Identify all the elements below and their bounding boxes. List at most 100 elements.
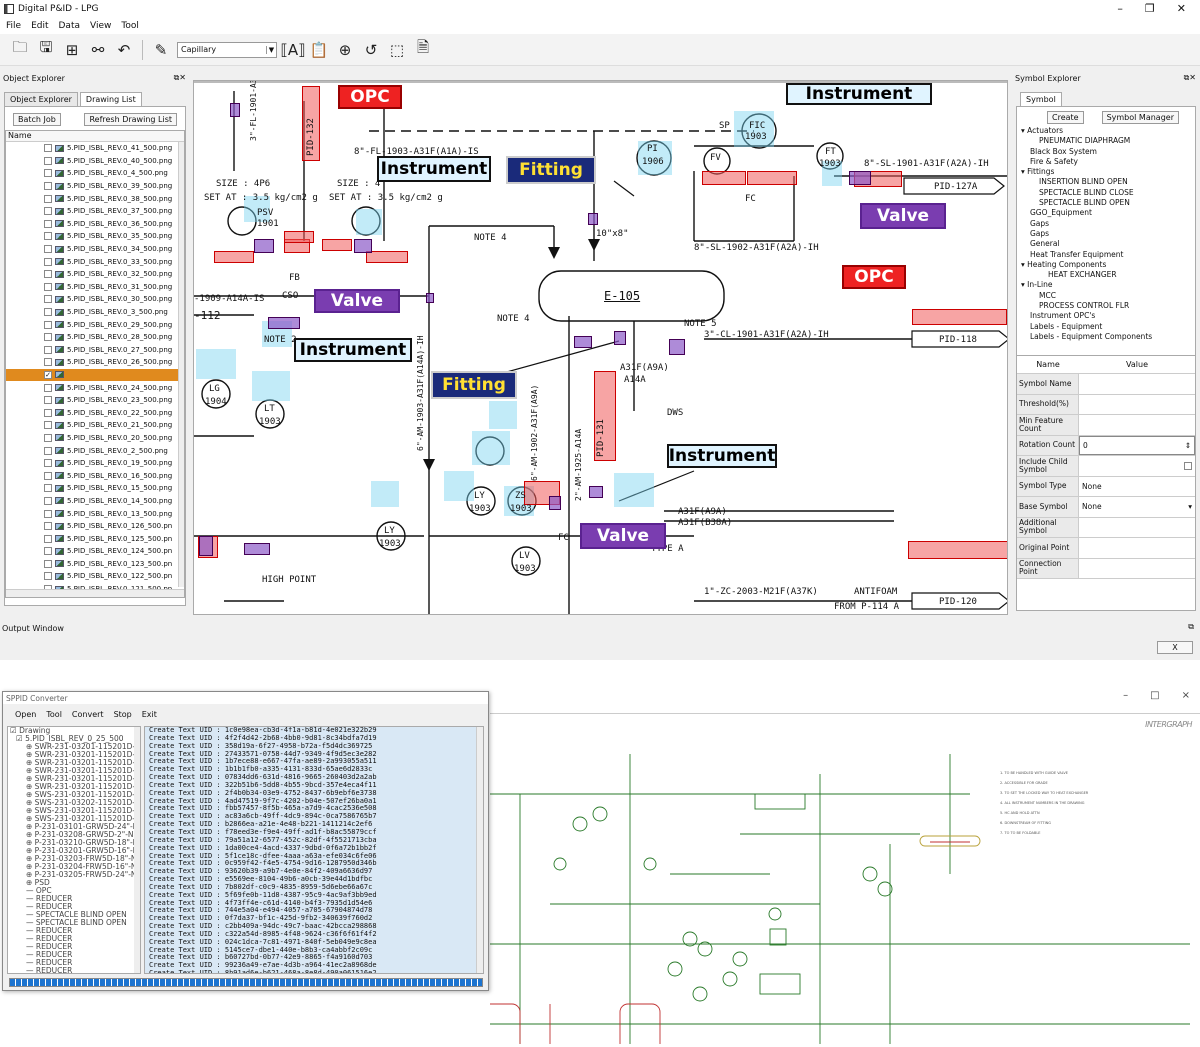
checkbox[interactable] [44,522,52,531]
drawing-list-item[interactable]: 5.PID_ISBL_REV.0_38_500.png [6,192,184,205]
symbol-tree-item[interactable]: Labels - Equipment [1021,322,1195,332]
converter-menu-convert[interactable]: Convert [71,710,104,719]
converter-tree-item[interactable]: ⊕ SWS-231-03201-115201D-14" [10,807,140,815]
symbol-tree-item[interactable]: Black Box System [1021,147,1195,157]
checkbox[interactable] [44,345,52,354]
checkbox[interactable] [44,484,52,493]
converter-tree-item[interactable]: ⊕ P-231-03201-GRW5D-16"-N [10,847,140,855]
property-value[interactable]: None▾ [1079,497,1195,517]
drawing-list-item[interactable]: 5.PID_ISBL_REV.0_3_500.png [6,306,184,319]
converter-tree-item[interactable]: ⊕ P-231-03101-GRW5D-24"-N [10,823,140,831]
expand-plus-icon[interactable]: ⊕ [26,822,35,831]
undo-icon[interactable]: ↶ [117,40,131,59]
property-value[interactable] [1079,517,1195,537]
checkbox[interactable] [44,270,52,279]
symbol-tree-item[interactable]: Heat Transfer Equipment [1021,250,1195,260]
expand-plus-icon[interactable]: ⊕ [26,782,35,791]
checkbox[interactable] [44,471,52,480]
symbol-tree-item[interactable]: Gaps [1021,229,1195,239]
checkbox[interactable] [44,358,52,367]
drawing-list-item[interactable]: 5.PID_ISBL_REV.0_4_500.png [6,167,184,180]
drawing-list-item[interactable]: 5.PID_ISBL_REV.0_36_500.png [6,218,184,231]
converter-tree-item[interactable]: — REDUCER [10,967,140,974]
pencil-icon[interactable]: ✎ [154,40,168,59]
drawing-list-item[interactable]: 5.PID_ISBL_REV.0_26_500.png [6,356,184,369]
converter-menu-exit[interactable]: Exit [141,710,157,719]
expand-plus-icon[interactable]: — [26,942,36,951]
open-folder-icon[interactable]: 🗀 [12,38,28,56]
download-circle-icon[interactable]: ⊕ [338,40,352,59]
name-column-header[interactable]: Name [6,131,184,142]
converter-tree-item[interactable]: ☑ Drawing [10,727,140,735]
drawing-list-item[interactable]: 5.PID_ISBL_REV.0_33_500.png [6,255,184,268]
expand-plus-icon[interactable]: ⊕ [26,766,35,775]
drawing-list-item[interactable]: 5.PID_ISBL_REV.0_30_500.png [6,293,184,306]
symbol-tree-item[interactable]: MCC [1021,291,1195,301]
drawing-list-item[interactable]: 5.PID_ISBL_REV.0_34_500.png [6,243,184,256]
save-icon[interactable]: 🖫 [39,38,53,56]
converter-tree-item[interactable]: — OPC [10,887,140,895]
pid-drawing-canvas[interactable]: 3"-FL-1901-A31F(A14A)-IS 8"-FL-1903-A31F… [193,80,1008,615]
converter-tree-item[interactable]: ⊕ SWR-231-03201-115201D-10" [10,767,140,775]
maximize-icon[interactable]: □ [1150,690,1160,701]
close-icon[interactable]: × [1181,690,1190,701]
expand-plus-icon[interactable]: ⊕ [26,742,35,751]
expand-plus-icon[interactable]: ⊕ [26,798,35,807]
checkbox[interactable] [44,333,52,342]
checkbox[interactable] [44,572,52,581]
document-icon[interactable]: 🗎 [416,38,430,56]
symbol-tree-item[interactable]: PROCESS CONTROL FLR [1021,301,1195,311]
checkbox[interactable] [44,207,52,216]
checkbox[interactable] [44,257,52,266]
checkbox[interactable] [44,282,52,291]
converter-tree-item[interactable]: ⊕ SWR-231-03201-115201D-10" [10,783,140,791]
menu-tool[interactable]: Tool [121,21,139,31]
symbol-tree-item[interactable]: Labels - Equipment Components [1021,332,1195,342]
spinner-icon[interactable]: ⇕ [1184,440,1191,450]
checkbox[interactable]: ✓ [44,370,52,379]
menu-edit[interactable]: Edit [31,21,49,31]
tab-symbol[interactable]: Symbol [1020,92,1062,106]
converter-tree-item[interactable]: ⊕ SWS-231-03201-115201D-10" [10,815,140,823]
drawing-list-item[interactable]: 5.PID_ISBL_REV.0_19_500.png [6,457,184,470]
expand-arrow-icon[interactable]: ▾ [1021,167,1028,177]
drawing-list-item[interactable]: 5.PID_ISBL_REV.0_31_500.png [6,281,184,294]
expand-arrow-icon[interactable]: ▾ [1021,126,1028,135]
expand-plus-icon[interactable]: — [26,966,36,974]
chevron-down-icon[interactable]: ▾ [1188,502,1192,512]
checkbox[interactable] [44,509,52,518]
symbol-tree-item[interactable]: ▾ Actuators [1021,126,1195,136]
list-hscrollbar[interactable] [6,589,184,597]
converter-tree-item[interactable]: ⊕ P-231-03203-FRW5D-18"-N [10,855,140,863]
symbol-tree-item[interactable]: SPECTACLE BLIND CLOSE [1021,188,1195,198]
output-dock-icon[interactable]: ⧉ [1188,622,1194,631]
drawing-list-item[interactable]: 5.PID_ISBL_REV.0_13_500.png [6,507,184,520]
create-button[interactable]: Create [1047,111,1084,124]
tab-object-explorer[interactable]: Object Explorer [4,92,78,106]
converter-tree-item[interactable]: ⊕ SWS-231-03201-115201D-10" [10,791,140,799]
checkbox[interactable] [44,496,52,505]
expand-plus-icon[interactable]: ⊕ [26,758,35,767]
expand-plus-icon[interactable]: ⊕ [26,790,35,799]
property-value[interactable] [1079,558,1195,578]
expand-plus-icon[interactable]: ⊕ [26,830,35,839]
converter-tree-item[interactable]: — REDUCER [10,895,140,903]
symbol-tree-item[interactable]: HEAT EXCHANGER [1021,270,1195,280]
checkbox[interactable] [44,182,52,191]
converter-menu-tool[interactable]: Tool [46,710,62,719]
symbol-tree-item[interactable]: ▾ Heating Components [1021,260,1195,270]
drawing-list-item[interactable]: 5.PID_ISBL_REV.0_37_500.png [6,205,184,218]
drawing-list-item[interactable]: 5.PID_ISBL_REV.0_124_500.pn [6,545,184,558]
expand-plus-icon[interactable]: ⊕ [26,750,35,759]
converter-tree-item[interactable]: ⊕ P-231-03210-GRW5D-18"-N [10,839,140,847]
symbol-tree-item[interactable]: General [1021,239,1195,249]
checkbox[interactable] [1184,461,1192,470]
list-scrollbar[interactable] [178,142,184,587]
property-value[interactable] [1079,456,1195,476]
checkbox[interactable]: ☑ [10,726,20,735]
expand-plus-icon[interactable]: — [26,886,36,895]
expand-plus-icon[interactable]: ⊕ [26,774,35,783]
property-value[interactable] [1079,374,1195,394]
converter-tree-item[interactable]: ⊕ P-231-03208-GRW5D-2"-N [10,831,140,839]
drawing-list-item[interactable]: ✓ [6,368,184,382]
